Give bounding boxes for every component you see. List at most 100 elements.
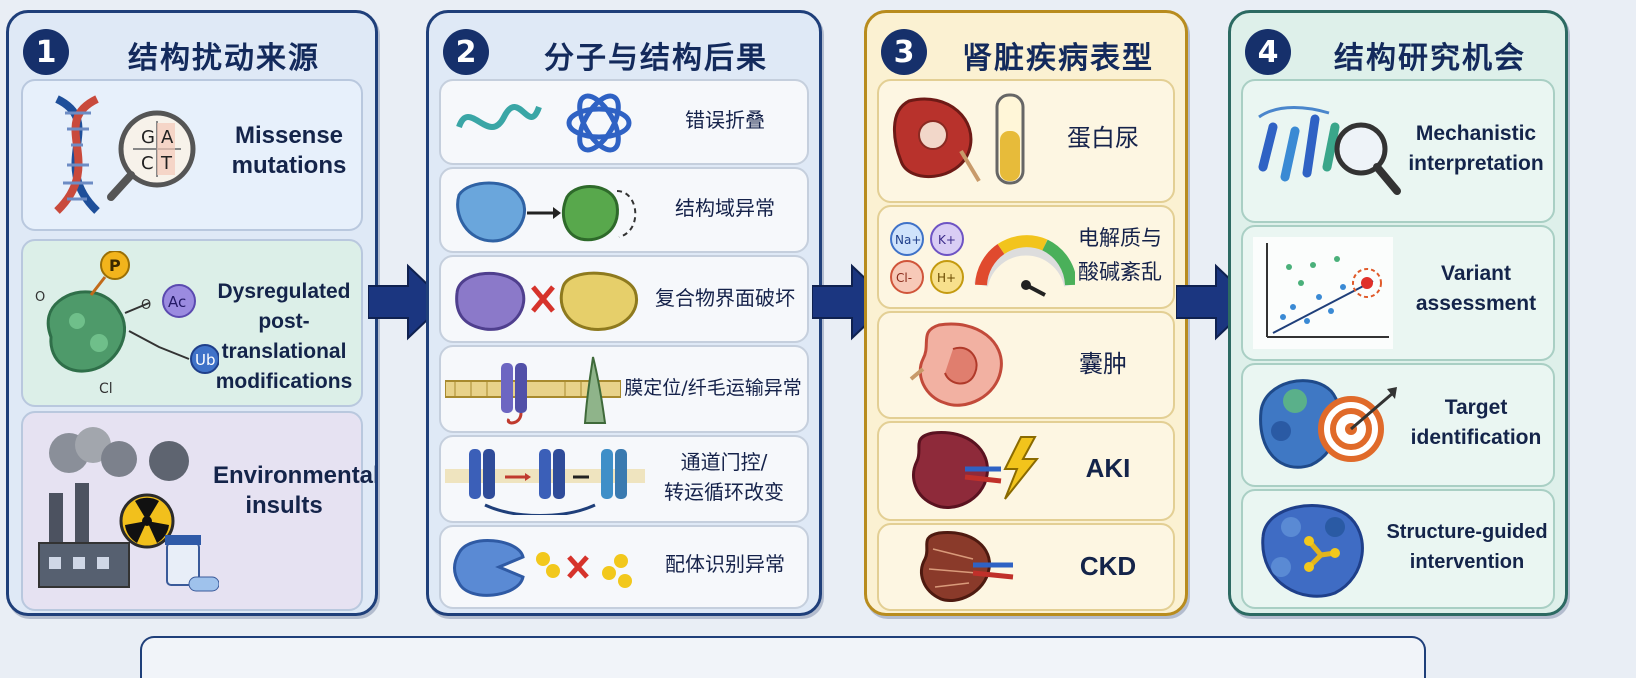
label-line: 酸碱紊乱 — [1078, 260, 1162, 284]
factory-radiation-drug-icon — [38, 427, 219, 592]
label-line: Missense — [234, 122, 344, 149]
ion-k: K+ — [938, 233, 956, 247]
panel-header: 2 分子与结构后果 — [429, 23, 819, 83]
card-variant-assessment: Variant assessment — [1241, 225, 1555, 361]
panel-structural-perturbation-sources: 1 结构扰动来源 G A C T Missense mutations — [6, 10, 378, 616]
card-label: CKD — [1049, 551, 1167, 581]
electrolyte-gauge-icon: Na+ K+ Cl- H+ — [890, 222, 1075, 297]
ion-na: Na+ — [895, 233, 921, 247]
base-c: C — [141, 153, 154, 174]
ion-cl: Cl- — [896, 271, 912, 285]
kidney-lightning-icon — [912, 431, 1040, 509]
domain-abnormality-icon — [456, 181, 637, 243]
card-channel-gating: 通道门控/ 转运循环改变 — [439, 435, 809, 523]
card-proteinuria: 蛋白尿 — [877, 79, 1175, 203]
label-line: 电解质与 — [1078, 226, 1162, 250]
card-ckd: CKD — [877, 523, 1175, 611]
card-label: Variant assessment — [1403, 259, 1549, 319]
card-mechanistic-interpretation: Mechanistic interpretation — [1241, 79, 1555, 223]
label-line: intervention — [1409, 551, 1525, 573]
tag-o2: O — [35, 290, 45, 305]
complex-interface-icon — [455, 271, 638, 331]
protein-magnifier-icon — [1258, 106, 1401, 195]
tag-cl: Cl — [99, 381, 113, 397]
label-line: 膜定位/纤毛运输异常 — [624, 377, 802, 399]
label-line: 通道门控/ — [680, 450, 768, 474]
card-label: 膜定位/纤毛运输异常 — [621, 373, 805, 403]
label-line: assessment — [1415, 292, 1537, 315]
card-dysregulated-ptm: P Ac Ub O O Cl Dysregulated post-transla… — [21, 239, 363, 407]
card-label: Missense mutations — [223, 121, 355, 181]
label-line: Variant — [1440, 262, 1512, 285]
panel-header: 4 结构研究机会 — [1231, 23, 1565, 83]
card-label: Target identification — [1403, 393, 1549, 453]
protein-target-icon — [1259, 379, 1397, 469]
ligand-recognition-icon — [453, 539, 632, 597]
label-line: 蛋白尿 — [1067, 124, 1139, 152]
tag-ac: Ac — [168, 293, 186, 311]
scatter-plot-icon — [1253, 237, 1393, 349]
panel-kidney-disease-phenotypes: 3 肾脏疾病表型 蛋白尿 Na+ K+ Cl- H+ — [864, 10, 1188, 616]
card-label: 错误折叠 — [649, 105, 801, 135]
fibrotic-kidney-icon — [920, 530, 1014, 602]
step-number-badge: 3 — [881, 29, 927, 75]
panel-header: 3 肾脏疾病表型 — [867, 23, 1185, 83]
label-line: Environmental — [213, 462, 378, 489]
panel-title: 结构扰动来源 — [128, 41, 320, 76]
misfolding-icon — [456, 93, 632, 153]
channel-gating-icon — [445, 449, 645, 515]
step-number-badge: 2 — [443, 29, 489, 75]
protein-ptm-icon: P Ac Ub O O Cl — [35, 251, 219, 397]
card-label: 电解质与 酸碱紊乱 — [1069, 221, 1171, 289]
label-line: 配体识别异常 — [665, 552, 785, 576]
label-line: CKD — [1079, 551, 1137, 581]
label-line: modifications — [215, 370, 353, 393]
card-label: 配体识别异常 — [649, 549, 801, 579]
step-number-badge: 1 — [23, 29, 69, 75]
label-line: Mechanistic — [1415, 122, 1537, 145]
panel-title: 肾脏疾病表型 — [962, 41, 1154, 76]
tag-o: O — [141, 298, 151, 313]
card-label: 蛋白尿 — [1039, 121, 1167, 155]
cystic-kidney-icon — [909, 322, 1003, 407]
card-aki: AKI — [877, 421, 1175, 521]
card-label: Structure-guided intervention — [1383, 517, 1551, 577]
label-line: AKI — [1085, 453, 1131, 483]
card-domain-abnormality: 结构域异常 — [439, 167, 809, 253]
base-g: G — [141, 127, 155, 148]
card-ligand-recognition: 配体识别异常 — [439, 525, 809, 609]
card-cyst: 囊肿 — [877, 311, 1175, 419]
card-label: 囊肿 — [1039, 347, 1167, 381]
card-electrolyte-acid-base: Na+ K+ Cl- H+ 电解质与 酸碱紊乱 — [877, 205, 1175, 309]
label-line: 错误折叠 — [685, 108, 765, 132]
label-line: 复合物界面破坏 — [655, 286, 795, 310]
card-membrane-cilia: 膜定位/纤毛运输异常 — [439, 345, 809, 433]
label-line: post-translational — [221, 310, 347, 363]
label-line: 转运循环改变 — [664, 480, 784, 504]
panel-header: 1 结构扰动来源 — [9, 23, 375, 83]
base-a: A — [161, 127, 174, 148]
label-line: 结构域异常 — [675, 196, 775, 220]
card-label: AKI — [1049, 453, 1167, 483]
card-complex-interface: 复合物界面破坏 — [439, 255, 809, 343]
tag-ub: Ub — [195, 351, 216, 369]
step-number-badge: 4 — [1245, 29, 1291, 75]
label-line: interpretation — [1408, 152, 1544, 175]
card-misfolding: 错误折叠 — [439, 79, 809, 165]
card-label: 结构域异常 — [649, 193, 801, 223]
label-line: identification — [1410, 426, 1542, 449]
label-line: mutations — [231, 152, 347, 179]
card-label: Dysregulated post-translational modifica… — [211, 277, 357, 397]
card-label: 复合物界面破坏 — [649, 283, 801, 313]
label-line: Target — [1444, 396, 1508, 419]
ion-h: H+ — [937, 271, 956, 285]
panel-structural-research-opportunities: 4 结构研究机会 Mechanistic interpretation — [1228, 10, 1568, 616]
card-label: 通道门控/ 转运循环改变 — [645, 447, 803, 507]
card-structure-guided-intervention: Structure-guided intervention — [1241, 489, 1555, 609]
panel-title: 结构研究机会 — [1334, 41, 1526, 76]
card-label: Environmental insults — [213, 461, 378, 521]
label-line: Structure-guided — [1386, 521, 1548, 543]
kidney-urine-tube-icon — [892, 93, 1025, 185]
base-t: T — [160, 153, 173, 174]
dna-magnifier-icon: G A C T — [54, 95, 196, 214]
